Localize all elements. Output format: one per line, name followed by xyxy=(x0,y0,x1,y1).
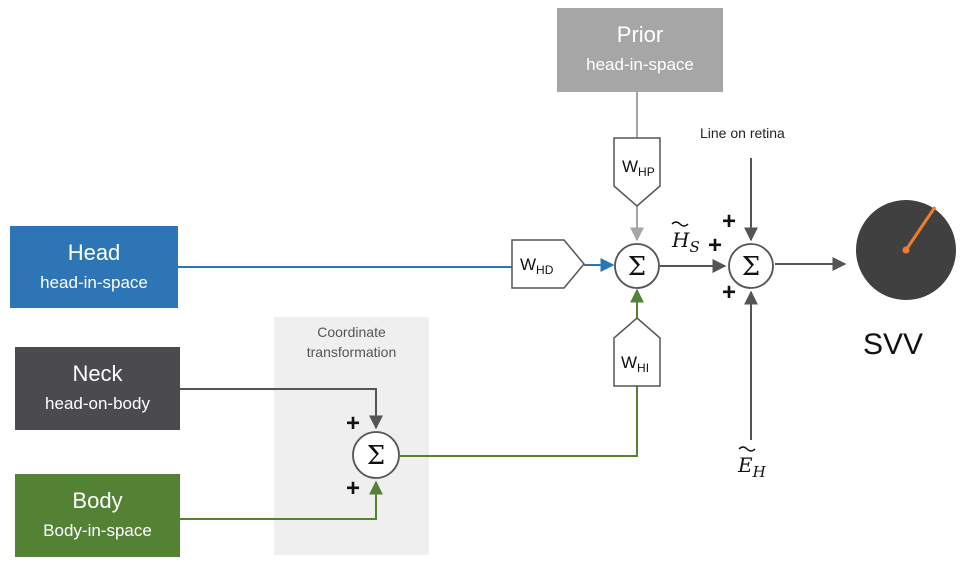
neck-to-ct-sum-line xyxy=(180,388,383,430)
head-subtitle: head-in-space xyxy=(40,273,148,292)
line-on-retina-label: Line on retina xyxy=(700,125,785,141)
plus-sign-neck: + xyxy=(346,410,361,437)
coordinate-transformation-line2: transformation xyxy=(306,344,397,360)
plus-sign-body: + xyxy=(346,475,361,502)
coordinate-transformation-title: Coordinate transformation xyxy=(274,322,429,362)
svv-label: SVV xyxy=(863,328,924,361)
whd-label: WHD xyxy=(520,255,554,277)
body-to-ct-sum-line xyxy=(180,480,383,520)
svv-dial-icon xyxy=(856,200,956,300)
prior-subtitle: head-in-space xyxy=(586,55,694,74)
neck-subtitle: head-on-body xyxy=(45,394,150,413)
coordinate-transformation-line1: Coordinate xyxy=(317,324,386,340)
plus-sign-hs: + xyxy=(708,232,723,259)
svg-text:Σ: Σ xyxy=(628,252,646,282)
coordinate-transformation-region xyxy=(274,317,429,555)
head-title: Head xyxy=(67,240,121,265)
svg-text:EH: EH xyxy=(737,453,767,481)
ct-sum-to-whi-line xyxy=(400,386,638,457)
whi-label: WHI xyxy=(621,353,649,375)
hs-estimate-label: HS xyxy=(671,221,700,256)
whp-label: WHP xyxy=(622,157,655,179)
plus-sign-retina: + xyxy=(722,208,737,235)
svg-text:Σ: Σ xyxy=(742,252,760,282)
whp-weight-block: WHP xyxy=(613,137,661,207)
prior-title: Prior xyxy=(616,22,664,47)
body-title: Body xyxy=(72,488,123,513)
svg-text:HS: HS xyxy=(671,228,700,256)
prior-block: Prior head-in-space xyxy=(557,8,723,92)
body-block: Body Body-in-space xyxy=(15,474,180,557)
eh-estimate-label: EH xyxy=(737,446,767,481)
plus-sign-eh: + xyxy=(722,279,737,306)
neck-block: Neck head-on-body xyxy=(15,347,180,430)
svg-text:Σ: Σ xyxy=(367,441,385,471)
neck-title: Neck xyxy=(72,361,123,386)
main-sum-junction: Σ xyxy=(614,243,660,289)
head-block: Head head-in-space xyxy=(10,226,178,308)
coordinate-sum-junction: Σ xyxy=(352,431,400,479)
retina-sum-junction: Σ xyxy=(728,243,774,289)
whd-weight-block: WHD xyxy=(511,239,585,289)
whi-weight-block: WHI xyxy=(613,317,661,387)
body-subtitle: Body-in-space xyxy=(43,521,152,540)
